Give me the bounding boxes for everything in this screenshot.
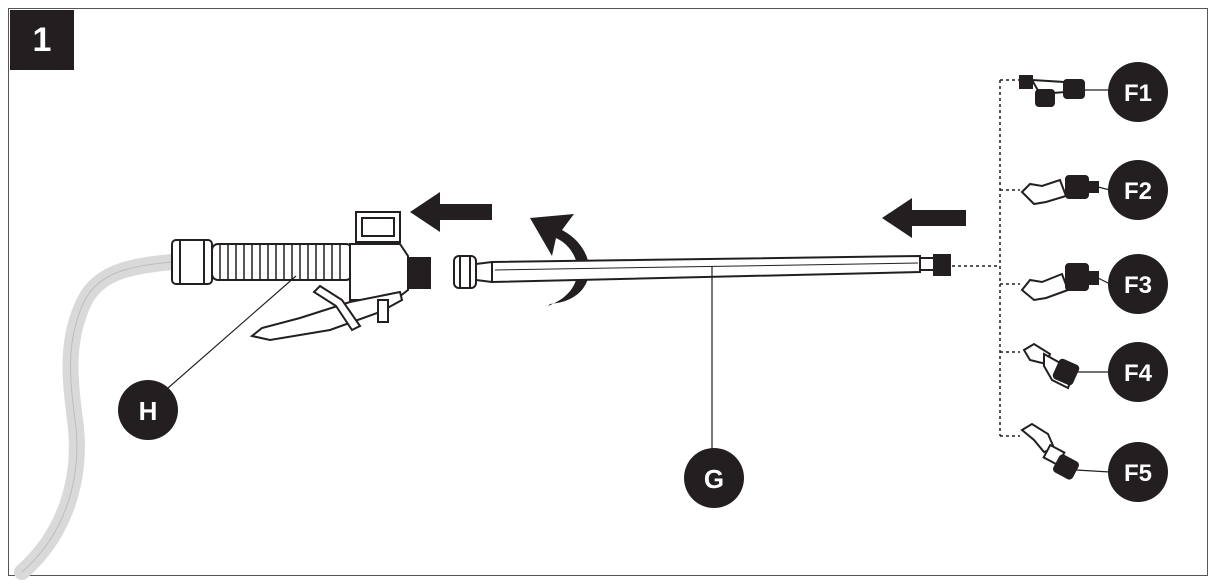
callout-f1-label: F1 <box>1124 80 1152 107</box>
callout-f1: F1 <box>1108 62 1168 122</box>
callout-h: H <box>118 380 178 440</box>
callout-leader-lines <box>167 89 1111 473</box>
arrow-left-icon <box>410 192 492 232</box>
arrow-left-icon <box>882 198 966 238</box>
callout-g: G <box>684 448 744 508</box>
callout-f2-label: F2 <box>1124 178 1152 205</box>
nozzle-f1 <box>1019 75 1085 107</box>
nozzle-connector-lines <box>952 79 1020 437</box>
nozzle-f2 <box>1020 175 1099 206</box>
callout-f4: F4 <box>1108 342 1168 402</box>
callout-f5-label: F5 <box>1124 460 1152 487</box>
diagram-frame <box>8 8 1208 576</box>
rotate-arrow-icon <box>530 214 590 306</box>
spray-lance <box>453 254 951 289</box>
callout-f3: F3 <box>1108 254 1168 314</box>
nozzle-f5 <box>1020 422 1079 480</box>
callout-f5: F5 <box>1108 442 1168 502</box>
callout-f2: F2 <box>1108 160 1168 220</box>
callout-h-label: H <box>139 396 158 426</box>
callout-g-label: G <box>704 464 724 494</box>
callout-f3-label: F3 <box>1124 272 1152 299</box>
callout-f4-label: F4 <box>1124 360 1153 387</box>
step-number-badge: 1 <box>10 10 74 70</box>
nozzle-f3 <box>1020 263 1099 302</box>
nozzle-f4 <box>1022 342 1080 390</box>
spray-gun <box>171 211 431 342</box>
